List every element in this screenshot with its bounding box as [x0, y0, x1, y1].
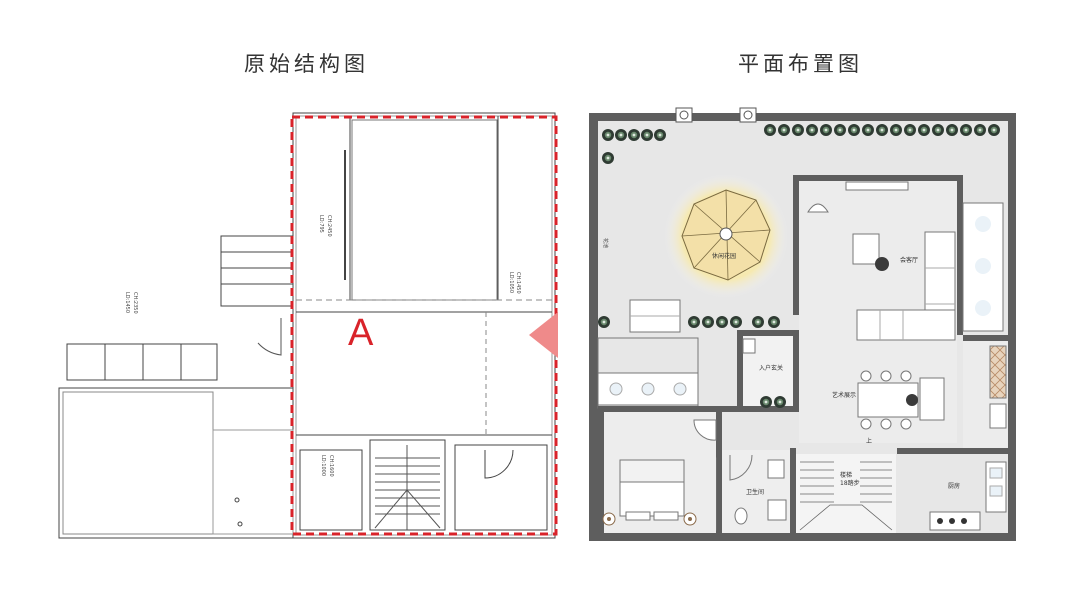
- zone-a-label: A: [348, 312, 374, 354]
- label-up: 上: [866, 437, 872, 445]
- room-label-side: 花池: [602, 238, 609, 248]
- room-label-art-gallery: 艺术展示: [832, 391, 856, 399]
- dim-label-8: CH:2350: [132, 292, 138, 314]
- dim-label-1: LD:795: [318, 215, 324, 233]
- dim-label-5: LD:1000: [320, 455, 326, 476]
- left-plan-title: 原始结构图: [244, 52, 369, 76]
- dim-label-3: LD:1050: [508, 272, 514, 293]
- dim-label-4: CH:1450: [515, 272, 521, 294]
- dim-label-2: CH:2450: [326, 215, 332, 237]
- room-label-stairs: 楼梯: [840, 471, 852, 479]
- zone-a-arrow: [529, 312, 558, 358]
- room-label-lounge: 会客厅: [900, 256, 918, 264]
- room-label-bathroom: 卫生间: [746, 488, 764, 496]
- room-label-stairs-sub: 18踏步: [840, 479, 860, 487]
- right-plan-title: 平面布置图: [738, 52, 863, 76]
- dim-label-6: CH:1600: [328, 455, 334, 477]
- room-label-garden: 休闲花园: [712, 252, 736, 260]
- room-label-kitchen: 厨房: [948, 482, 960, 490]
- floor-layout-plan: 休闲花园: [589, 107, 1016, 541]
- dim-label-7: LD:1450: [124, 292, 130, 313]
- original-structure-plan: [58, 112, 556, 539]
- room-label-entry: 入户玄关: [759, 364, 783, 372]
